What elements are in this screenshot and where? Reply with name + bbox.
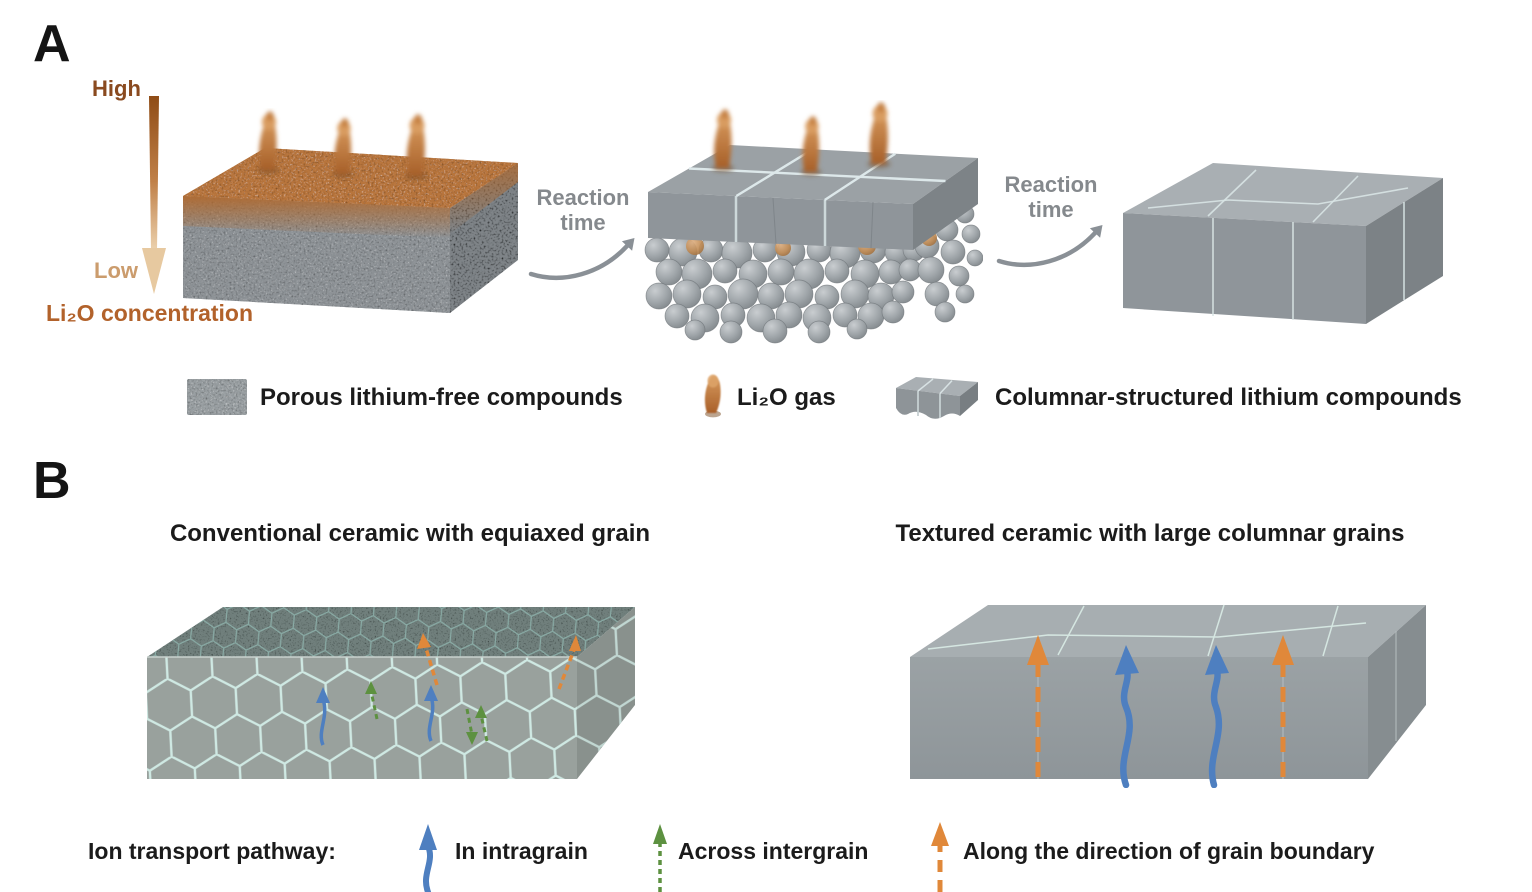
legend-intragrain-label: In intragrain bbox=[455, 838, 588, 864]
gradient-low-label: Low bbox=[94, 258, 138, 283]
legend-porous-label: Porous lithium-free compounds bbox=[260, 384, 623, 411]
columnar-block-illustration bbox=[1123, 163, 1443, 324]
legend-b-title: Ion transport pathway: bbox=[88, 838, 336, 864]
columnar-block-icon bbox=[896, 377, 978, 419]
intermediate-block-illustration bbox=[644, 102, 983, 344]
li2o-gas-icon bbox=[704, 374, 721, 418]
reaction-text-line1: Reaction bbox=[1004, 172, 1098, 197]
reaction-curve-arrow-icon bbox=[528, 237, 635, 280]
reaction-text-line2: time bbox=[560, 210, 606, 236]
reaction-text-line2: time bbox=[1028, 197, 1074, 223]
panel-a-label: A bbox=[33, 15, 71, 73]
porous-swatch-icon bbox=[187, 379, 247, 415]
orange-boundary-arrow-icon bbox=[931, 822, 949, 892]
reaction-text-line1: Reaction bbox=[536, 185, 630, 210]
textured-ceramic-illustration bbox=[910, 604, 1426, 788]
right-ceramic-title: Textured ceramic with large columnar gra… bbox=[895, 520, 1405, 547]
reaction-time-arrow-1: Reaction time bbox=[524, 185, 642, 282]
equiaxed-ceramic-illustration bbox=[147, 607, 635, 779]
green-intergrain-arrow-icon bbox=[653, 824, 667, 892]
reaction-curve-arrow-icon bbox=[996, 224, 1103, 267]
panel-b-label: B bbox=[33, 452, 71, 510]
gradient-high-label: High bbox=[92, 76, 141, 101]
legend-gas-label: Li₂O gas bbox=[737, 384, 836, 411]
reaction-time-arrow-2: Reaction time bbox=[992, 172, 1110, 269]
concentration-gradient-arrow-icon bbox=[142, 96, 166, 294]
legend-intergrain-label: Across intergrain bbox=[678, 838, 869, 864]
legend-columnar-label: Columnar-structured lithium compounds bbox=[995, 384, 1462, 411]
legend-boundary-label: Along the direction of grain boundary bbox=[963, 838, 1375, 864]
porous-block-illustration bbox=[183, 111, 518, 313]
blue-intragrain-arrow-icon bbox=[419, 824, 437, 892]
left-ceramic-title: Conventional ceramic with equiaxed grain bbox=[169, 520, 651, 547]
gradient-caption: Li₂O concentration bbox=[46, 300, 254, 326]
